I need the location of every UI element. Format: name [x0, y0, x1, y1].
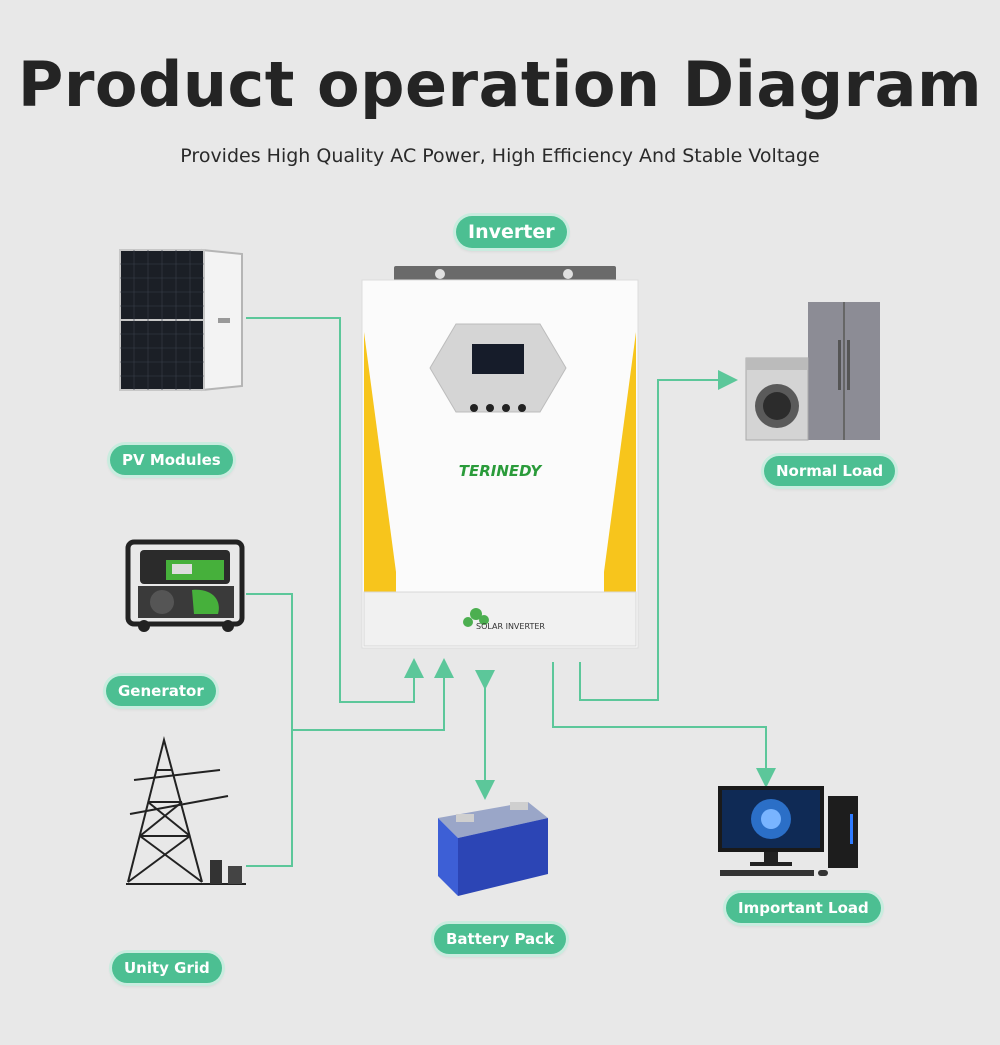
grid-line [246, 658, 454, 867]
pv-to-inverter-line [246, 317, 424, 703]
normal-load-label: Normal Load [764, 456, 896, 486]
page-subtitle: Provides High Quality AC Power, High Eff… [180, 145, 820, 167]
generator-label: Generator [106, 676, 216, 706]
generator-line [246, 593, 293, 730]
inverter-brand: TERINEDY [458, 462, 542, 480]
inverter-model-text: SOLAR INVERTER [476, 622, 545, 631]
pv-modules-label: PV Modules [110, 445, 233, 475]
power-tower-image [126, 736, 246, 885]
generator-image [125, 539, 245, 632]
normal-load-line [579, 370, 738, 701]
important-load-computer-image [718, 786, 858, 876]
battery-pack-label: Battery Pack [434, 924, 567, 954]
battery-pack-image [438, 802, 548, 896]
inverter-image [361, 266, 639, 649]
normal-load-appliances-image [745, 302, 880, 441]
unity-grid-label: Unity Grid [112, 953, 222, 983]
page-title: Product operation Diagram [17, 48, 983, 121]
important-load-label: Important Load [726, 893, 881, 923]
inverter-label: Inverter [456, 216, 567, 248]
pv-modules-image [119, 248, 243, 392]
important-load-line [552, 662, 776, 788]
